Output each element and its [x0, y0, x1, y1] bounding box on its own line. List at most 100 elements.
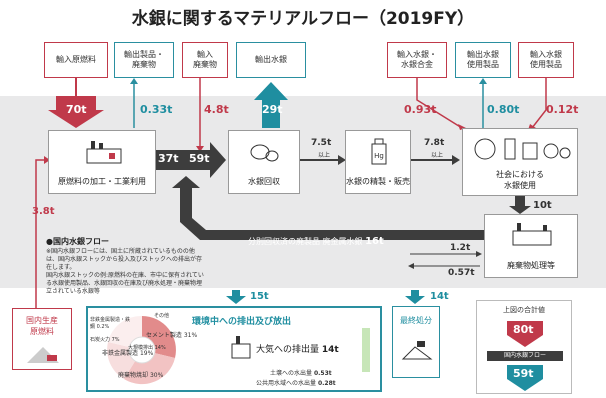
totals-in-value: 80t — [513, 323, 534, 336]
air-emission: 大気への排出量 14t — [256, 342, 339, 355]
pie-incineration-name: 廃棄物焼却 — [118, 372, 149, 379]
import-used-box: 輸入水銀 使用製品 — [518, 42, 574, 78]
soil-emission: 土壌への水出量 0.53t — [270, 368, 332, 377]
arrow-export-mercury — [254, 82, 288, 128]
arrow-final-down — [405, 290, 425, 304]
water-emission: 公共用水域への水出量 0.28t — [256, 378, 336, 387]
water-emission-value: 0.28t — [317, 380, 336, 387]
export-used-box: 輸出水銀 使用製品 — [455, 42, 511, 78]
pie-incineration: 廃棄物焼却 30% — [118, 370, 163, 379]
flow-export-used: 0.80t — [487, 103, 520, 116]
pie-steel-value: 0.2% — [96, 324, 110, 330]
import-raw-box: 輸入原燃料 — [44, 42, 108, 78]
pie-coal-name: 石炭火力 — [90, 337, 111, 343]
flow-export-mercury: 29t — [262, 103, 283, 116]
flow-refine-to-society-note: 以上 — [431, 152, 444, 159]
air-level-bar — [362, 328, 370, 372]
import-used-label: 輸入水銀 使用製品 — [530, 50, 562, 69]
pie-cement: セメント製造 31% — [146, 330, 197, 339]
import-waste-box: 輸入 廃棄物 — [182, 42, 228, 78]
pie-cement-value: 31% — [183, 332, 198, 339]
import-mercury-label: 輸入水銀・ 水銀合金 — [397, 50, 437, 69]
export-used-label: 輸出水銀 使用製品 — [467, 50, 499, 69]
flow-import-waste: 4.8t — [204, 103, 229, 116]
arrow-raw-to-recovery — [153, 142, 226, 178]
totals-out-arrow — [507, 365, 543, 391]
domestic-source-label: 国内生産 原燃料 — [26, 316, 58, 336]
totals-out-value: 59t — [513, 367, 534, 380]
flow-import-used: 0.12t — [546, 103, 579, 116]
air-emission-label: 大気への排出量 — [256, 345, 320, 355]
pie-nonferrous: 非鉄金属製造 19% — [102, 348, 153, 357]
flow-refine-to-society: 7.8t — [424, 138, 445, 148]
node-society: 社会における 水銀使用 — [462, 128, 578, 196]
flow-raw-to-recovery-a: 37t — [158, 152, 179, 165]
raw-processing-label: 原燃料の加工・工業利用 — [58, 177, 146, 186]
pie-large-value: 14% — [154, 345, 166, 351]
flow-waste-loop-label: 分別回収済の廃製品 廃金属水銀 16t — [248, 236, 384, 247]
arrow-domestic-ore — [35, 159, 46, 308]
water-emission-label: 公共用水域への水出量 — [256, 380, 317, 387]
arrow-waste-loop — [172, 176, 484, 240]
final-disposal-label: 最終処分 — [400, 316, 432, 325]
import-mercury-box: 輸入水銀・ 水銀合金 — [387, 42, 447, 78]
flow-waste-in: 1.2t — [450, 243, 471, 253]
totals-label: 国内水銀フロー — [487, 351, 563, 361]
factory-icon — [86, 141, 122, 164]
flow-raw-to-recovery-b: 59t — [189, 152, 210, 165]
import-waste-label: 輸入 廃棄物 — [193, 50, 217, 69]
environment-title: 環境中への排出及び放出 — [192, 317, 292, 327]
arrow-import-mercury — [416, 78, 463, 129]
pie-steel: 非鉄金属製造・鉄鋼 0.2% — [90, 316, 130, 330]
export-products-box: 輸出製品・ 廃棄物 — [114, 42, 174, 78]
pie-other: その他 — [154, 313, 170, 319]
arrow-env-down — [226, 290, 246, 304]
pie-large-name: 大規模排出 — [128, 345, 154, 351]
export-mercury-box: 輸出水銀 — [236, 42, 306, 78]
import-raw-label: 輸入原燃料 — [56, 55, 96, 64]
flow-waste-out: 0.57t — [448, 268, 475, 278]
air-emission-value: 14t — [321, 345, 339, 355]
chimney-icon — [231, 336, 251, 359]
node-waste-treatment: 廃棄物処理等 — [484, 214, 578, 278]
flow-import-mercury: 0.93t — [404, 103, 437, 116]
node-refine: Hg 水銀の精製・販売 — [345, 130, 411, 194]
refine-label: 水銀の精製・販売 — [346, 177, 410, 186]
waste-loop-text: 分別回収済の廃製品 廃金属水銀 — [248, 237, 363, 246]
flow-env-down: 15t — [250, 291, 269, 302]
final-disposal-box: 最終処分 — [392, 306, 440, 378]
waste-loop-value: 16t — [365, 236, 384, 247]
node-raw-processing: 原燃料の加工・工業利用 — [48, 130, 156, 194]
pie-coal-value: 7% — [111, 337, 120, 343]
mining-icon — [27, 347, 59, 363]
treatment-plant-icon — [512, 223, 552, 246]
domestic-flow-heading: ●国内水銀フロー — [46, 237, 109, 246]
arrow-import-raw — [48, 96, 104, 128]
svg-text:Hg: Hg — [374, 152, 384, 160]
soil-emission-label: 土壌への水出量 — [270, 370, 313, 377]
waste-treatment-label: 廃棄物処理等 — [507, 261, 555, 270]
society-label: 社会における 水銀使用 — [496, 170, 544, 190]
arrow-import-used — [531, 78, 547, 129]
pie-coal: 石炭火力 7% — [90, 336, 120, 343]
flow-import-raw: 70t — [66, 103, 87, 116]
page-title: 水銀に関するマテリアルフロー（2019FY） — [131, 9, 475, 29]
flow-final-down: 14t — [430, 291, 449, 302]
export-mercury-label: 輸出水銀 — [255, 55, 287, 64]
flow-export-products: 0.33t — [140, 103, 173, 116]
pie-cement-name: セメント製造 — [146, 332, 182, 339]
products-icon — [474, 138, 571, 160]
pie-large: 大規模排出 14% — [128, 344, 166, 351]
export-products-label: 輸出製品・ 廃棄物 — [124, 50, 164, 69]
totals-in-arrow — [507, 321, 543, 347]
mercury-drops-icon — [250, 144, 279, 162]
pie-nonferrous-name: 非鉄金属製造 — [102, 350, 139, 357]
pie-incineration-value: 30% — [149, 372, 164, 379]
flow-recovery-to-refine-note: 以上 — [318, 152, 331, 159]
environment-box: 環境中への排出及び放出 セメント製造 31% 非鉄金属製造 19% 廃棄物焼却 … — [86, 306, 382, 392]
recovery-label: 水銀回収 — [248, 177, 280, 186]
node-recovery: 水銀回収 — [228, 130, 300, 194]
landfill-icon — [401, 341, 433, 360]
arrow-society-to-waste — [509, 196, 531, 214]
